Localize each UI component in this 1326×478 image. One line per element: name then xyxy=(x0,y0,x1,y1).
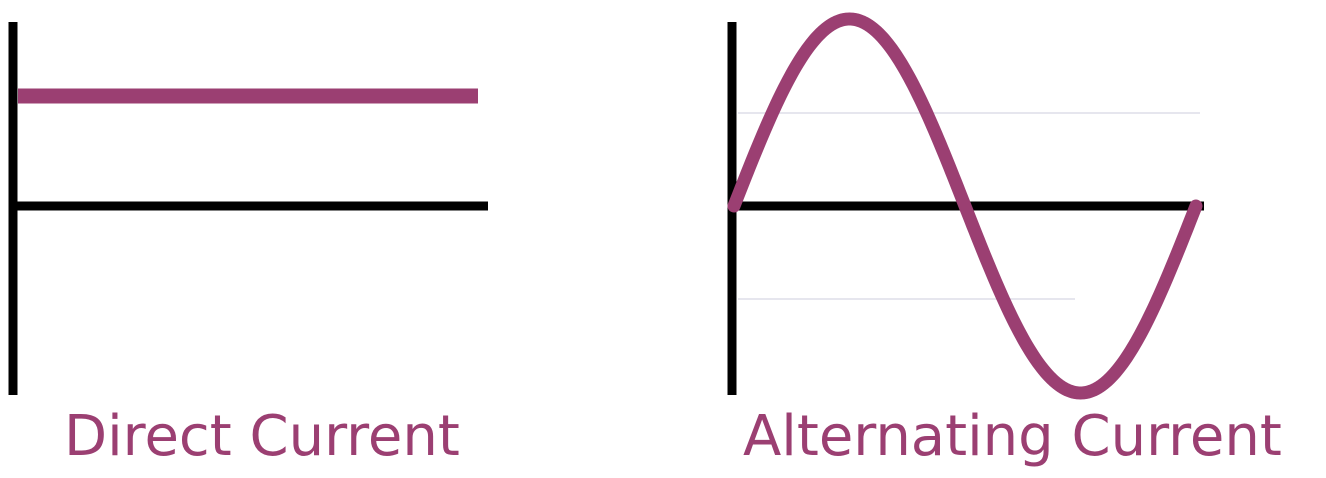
ac-sine-wave xyxy=(727,12,1203,400)
dc-caption: Direct Current xyxy=(64,404,460,469)
ac-caption: Alternating Current xyxy=(743,404,1282,469)
direct-current-panel: Direct Current xyxy=(8,22,488,469)
alternating-current-panel: Alternating Current xyxy=(727,12,1282,469)
